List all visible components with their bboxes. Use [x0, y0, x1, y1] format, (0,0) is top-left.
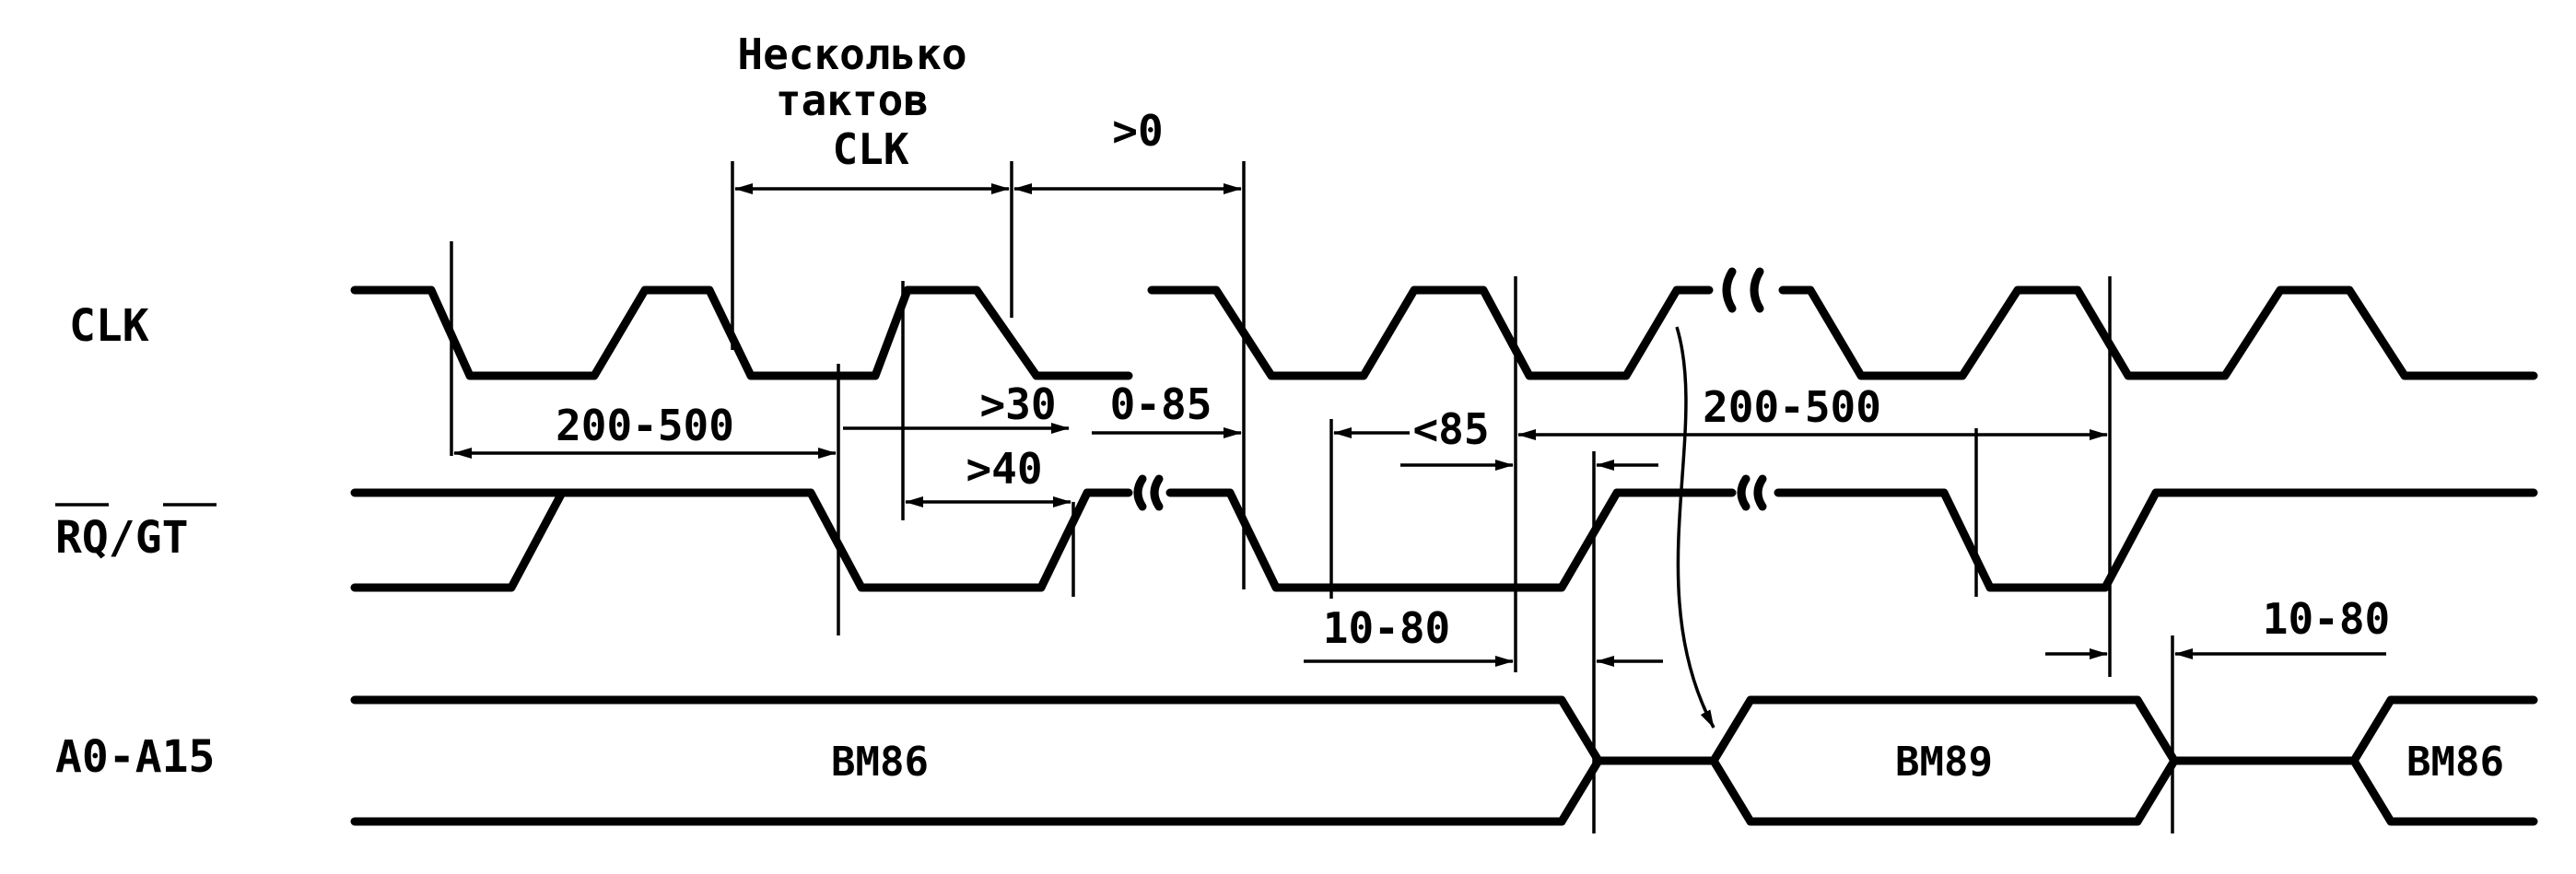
rqgt-break-mark-2: [1737, 474, 1767, 511]
rqgt-wave-seg3: [1774, 488, 2538, 592]
clk-waveform: [350, 267, 2538, 380]
timing-lt85: <85: [1412, 404, 1489, 454]
bus-segment-bm86-2: [2349, 695, 2538, 826]
clk-wave-seg1: [350, 286, 1133, 380]
clk-signal-label: CLK: [69, 300, 149, 352]
clk-break-mark: [1722, 267, 1764, 313]
bus-segment-bm86-1: [350, 695, 1603, 826]
clk-wave-seg2: [1147, 286, 1714, 380]
rqgt-wave-seg2: [1165, 488, 1737, 592]
timing-200-500-first: 200-500: [556, 401, 734, 450]
header-line-2: тактов: [776, 76, 929, 125]
timing-0-85: 0-85: [1110, 379, 1212, 429]
bus-segment-2-label: ВМ89: [1895, 739, 1993, 786]
rqgt-break-mark-1: [1133, 474, 1164, 511]
header-line-3: CLK: [832, 124, 908, 174]
timing-10-80-first: 10-80: [1323, 603, 1450, 653]
slash-label: /: [109, 512, 135, 564]
rqgt-signal-label: RQ/GT: [55, 512, 189, 564]
timing-10-80-second: 10-80: [2263, 594, 2390, 644]
causal-curve-arrow: [1675, 326, 1715, 728]
rqgt-wave-seg1: [350, 488, 1133, 592]
reference-lines: [450, 161, 2174, 833]
timing-gt30: >30: [979, 379, 1056, 429]
gt0-label: >0: [1112, 106, 1163, 156]
rqgt-master-request: [350, 488, 567, 592]
address-bus-waveform: [350, 695, 2538, 826]
bus-segment-1-label: ВМ86: [831, 739, 929, 786]
header-line-1: Несколько: [737, 29, 966, 79]
clk-wave-seg3: [1778, 286, 2538, 380]
bus-segment-3-label: ВМ86: [2406, 739, 2504, 786]
bus-signal-label: A0-A15: [55, 731, 215, 783]
gt-label: GT: [135, 512, 189, 564]
timing-gt40: >40: [966, 444, 1042, 494]
timing-200-500-second: 200-500: [1703, 382, 1881, 432]
rq-label: RQ: [55, 512, 109, 564]
rqgt-waveform: [350, 474, 2538, 592]
